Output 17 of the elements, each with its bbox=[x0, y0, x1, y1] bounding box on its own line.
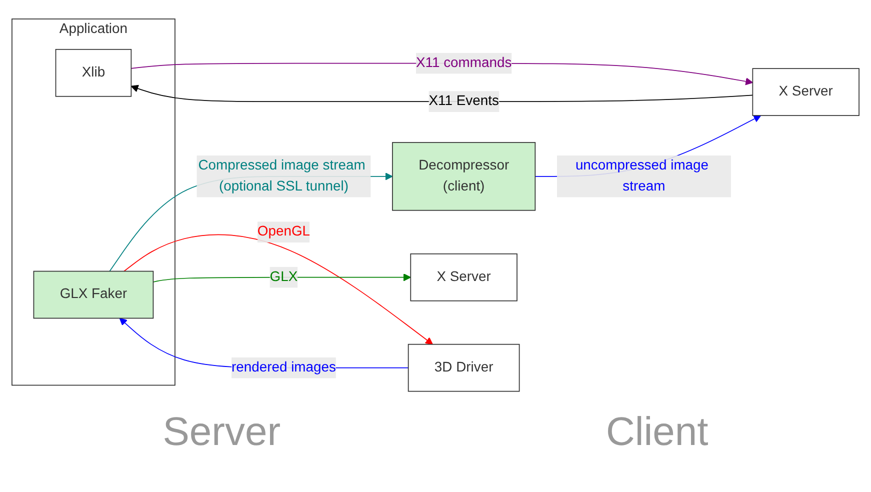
side-label: Client bbox=[606, 410, 708, 455]
edge-label: X11 commands bbox=[416, 55, 512, 70]
node-box: X Server bbox=[752, 68, 860, 116]
node-box: 3D Driver bbox=[408, 344, 520, 392]
edge-label: uncompressed image stream bbox=[575, 158, 709, 194]
node-box: Decompressor (client) bbox=[392, 142, 536, 211]
side-label: Server bbox=[162, 410, 281, 455]
edge-label: GLX bbox=[270, 269, 298, 284]
edge-label: OpenGL bbox=[257, 224, 310, 239]
edge-label: X11 Events bbox=[428, 94, 499, 108]
node-box: X Server bbox=[410, 253, 518, 302]
edge-label: Compressed image stream (optional SSL tunnel) bbox=[198, 158, 366, 194]
arrow bbox=[152, 273, 411, 282]
node-box: Xlib bbox=[55, 48, 132, 97]
node-box: GLX Faker bbox=[33, 270, 154, 319]
arrow bbox=[124, 234, 433, 345]
edge-label: rendered images bbox=[231, 360, 336, 375]
